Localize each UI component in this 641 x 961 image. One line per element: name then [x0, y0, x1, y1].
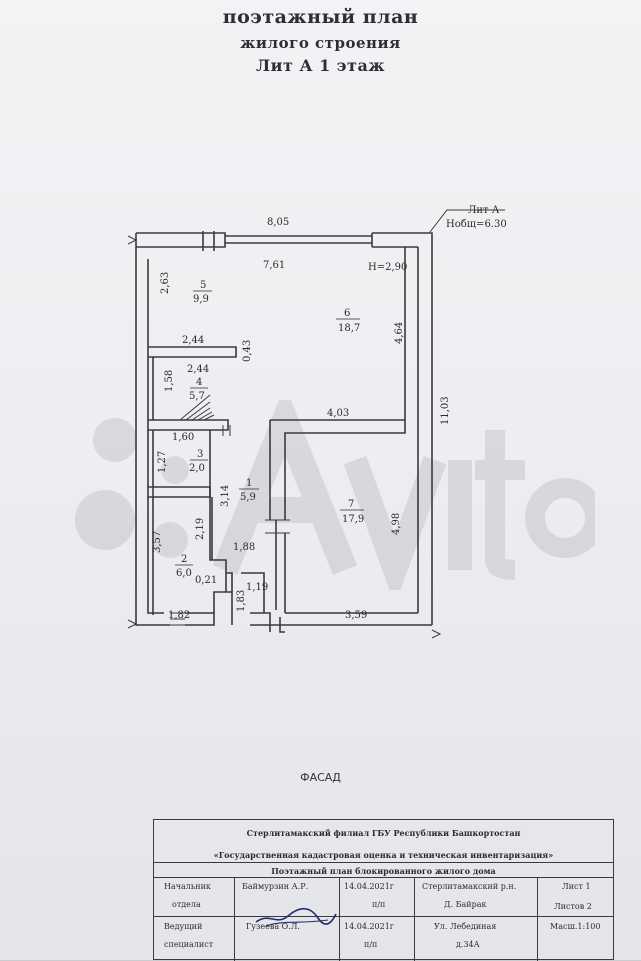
role-spec-b: специалист [164, 940, 214, 949]
lit-label: Лит А [468, 205, 500, 216]
room-7-area: 17,9 [342, 514, 364, 525]
stamp-divider [154, 877, 613, 878]
room-6-area: 18,7 [338, 323, 360, 334]
role-head-a: Начальник [164, 882, 211, 891]
nobsh-label: Нобщ=6.30 [446, 219, 507, 230]
dim-182: 1,82 [168, 610, 190, 621]
signature-mark [255, 907, 337, 927]
dim-top-inner: 7,61 [263, 260, 285, 271]
stamp-divider [234, 877, 235, 961]
stamp-divider [339, 877, 340, 961]
plan-floor-label: Лит А 1 этаж [256, 56, 385, 75]
dim-043: 0,43 [242, 340, 253, 362]
head-date: 14.04.2021г [344, 882, 394, 891]
room-6-number: 6 [344, 308, 350, 319]
room-3-number: 3 [197, 449, 203, 460]
sheet-count: Листов 2 [554, 902, 592, 911]
address-district: Стерлитамакский р.н. [422, 882, 517, 891]
room-2-area: 6,0 [176, 568, 192, 579]
dim-359: 3,59 [345, 610, 367, 621]
spec-name: Гузеева О.Л. [246, 922, 300, 931]
room-1-number: 1 [246, 478, 252, 489]
sheet-number: Лист 1 [562, 882, 591, 891]
stamp-divider [154, 916, 613, 917]
room-1-area: 5,9 [240, 492, 256, 503]
stamp-divider [537, 877, 538, 961]
head-np: п/п [372, 900, 386, 909]
dim-160: 1,60 [172, 432, 194, 443]
document-title: Поэтажный план блокированного жилого дом… [271, 866, 496, 876]
dim-158: 1,58 [164, 370, 175, 392]
dim-021: 0,21 [195, 575, 217, 586]
plan-title: поэтажный план [222, 6, 419, 28]
dim-height: Н=2,90 [368, 262, 407, 273]
dim-244a: 2,44 [182, 335, 204, 346]
dim-244b: 2,44 [187, 364, 209, 375]
title-block: Стерлитамакский филиал ГБУ Республики Ба… [153, 819, 614, 961]
scale-label: Масш.1:100 [550, 922, 601, 931]
room-4-area: 5,7 [189, 391, 205, 402]
plan-subtitle: жилого строения [240, 34, 401, 52]
room-3-area: 2,0 [189, 463, 205, 474]
spec-np: п/п [364, 940, 378, 949]
room-2-number: 2 [181, 554, 187, 565]
dim-314: 3,14 [220, 485, 231, 507]
dim-188: 1,88 [233, 542, 255, 553]
dim-498: 4,98 [391, 513, 402, 535]
stamp-divider [414, 877, 415, 961]
room-5-number: 5 [200, 280, 206, 291]
address-village: Д. Байрак [444, 900, 487, 909]
dim-357: 3,57 [152, 531, 163, 553]
head-name: Баймурзин А.Р. [242, 882, 309, 891]
dim-top-outer: 8,05 [267, 217, 289, 228]
address-house: д.34А [456, 940, 480, 949]
dim-1103: 11,03 [440, 396, 451, 425]
dim-119: 1,19 [246, 582, 268, 593]
spec-date: 14.04.2021г [344, 922, 394, 931]
role-spec-a: Ведущий [164, 922, 203, 931]
dim-219: 2,19 [195, 518, 206, 540]
org-line-1: Стерлитамакский филиал ГБУ Республики Ба… [246, 828, 521, 838]
room-5-area: 9,9 [193, 294, 209, 305]
dim-183: 1,83 [236, 590, 247, 612]
dim-left-top: 2,63 [160, 272, 171, 294]
role-head-b: отдела [172, 900, 201, 909]
room-7-number: 7 [348, 499, 354, 510]
room-4-number: 4 [196, 377, 202, 388]
dim-127: 1,27 [157, 451, 168, 473]
address-street: Ул. Лебединая [434, 922, 497, 931]
dim-464: 4,64 [394, 322, 405, 344]
org-line-2: «Государственная кадастровая оценка и те… [213, 850, 554, 860]
stamp-divider [154, 862, 613, 863]
dim-403: 4,03 [327, 408, 349, 419]
facade-label: ФАСАД [300, 771, 341, 784]
